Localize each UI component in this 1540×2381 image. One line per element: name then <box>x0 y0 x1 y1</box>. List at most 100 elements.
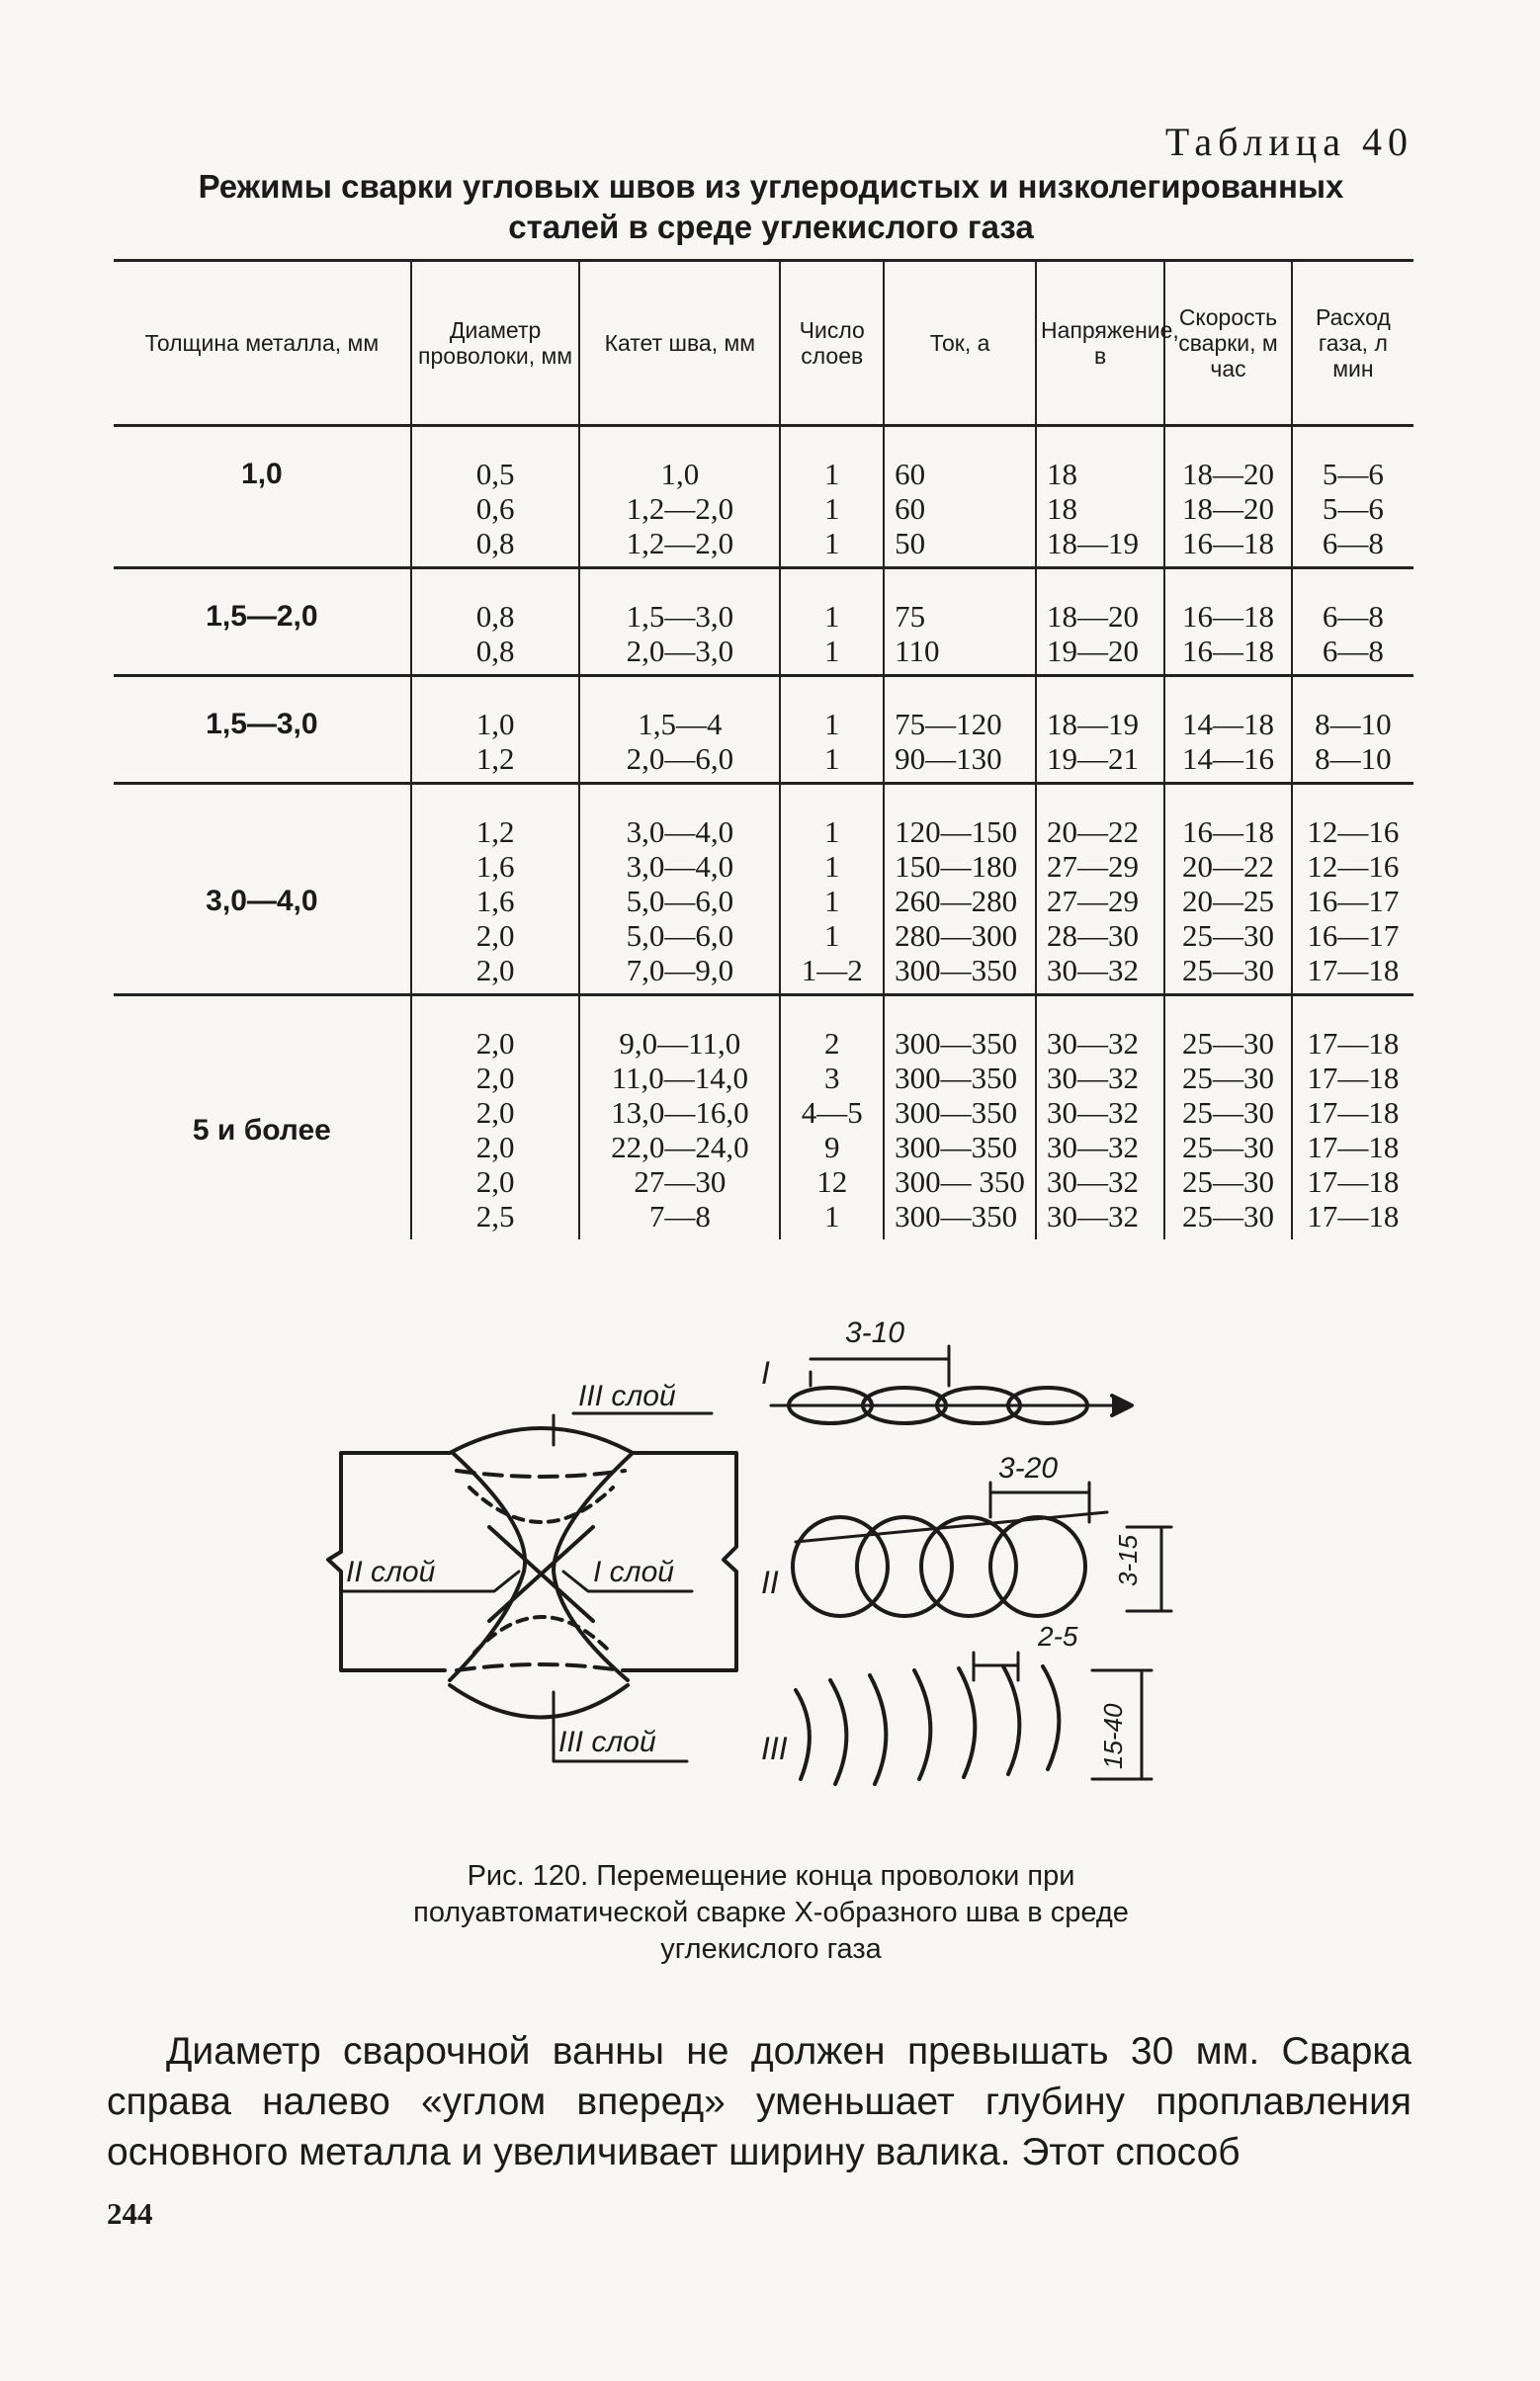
cell-value: 60 <box>895 491 926 526</box>
cell-value: 75 <box>895 599 926 634</box>
cell-value: 20—25 <box>1181 884 1274 918</box>
cell-value: 260—280 <box>895 884 1018 918</box>
bottom-bead-inner <box>455 1662 623 1672</box>
cell-value: 2,0 <box>475 1061 515 1095</box>
pattern-3-arc-7 <box>1041 1664 1062 1771</box>
cell-value: 1 <box>823 884 840 918</box>
label-layer-3-top: III слой <box>578 1380 676 1412</box>
cell-value: 3,0—4,0 <box>626 814 734 849</box>
thickness-cell: 5 и более <box>114 993 412 1239</box>
cell-value: 150—180 <box>895 849 1018 884</box>
leader-top <box>552 1411 714 1447</box>
pattern-3-arc-1 <box>794 1688 812 1781</box>
welding-modes-table: Толщина металла, мм Диаметр проволоки, м… <box>114 259 1413 1239</box>
cell-value: 300—350 <box>895 953 1018 987</box>
cell-value: 30—32 <box>1047 1061 1140 1095</box>
cell-value: 1 <box>823 491 840 526</box>
cell-value: 1 <box>823 526 840 560</box>
root-layer-upper <box>468 1486 615 1524</box>
pattern-3-arc-6 <box>1001 1664 1022 1776</box>
top-bead <box>448 1426 635 1455</box>
cell-value: 27—29 <box>1047 884 1140 918</box>
table-header-row: Толщина металла, мм Диаметр проволоки, м… <box>114 259 1413 427</box>
dim-label-5: 15-40 <box>1098 1703 1128 1769</box>
dim-label-1: 3-10 <box>845 1317 904 1349</box>
cell-value: 25—30 <box>1181 1026 1274 1061</box>
label-layer-3-bottom: III слой <box>558 1726 656 1758</box>
cell-value: 1,6 <box>475 884 515 918</box>
plate-outline-right <box>621 1451 738 1672</box>
cell-value: 300—350 <box>895 1026 1018 1061</box>
pattern-3-arc-3 <box>868 1673 889 1786</box>
cell-value: 16—17 <box>1307 918 1400 953</box>
cell-value: 120—150 <box>895 814 1018 849</box>
pattern-1-loop-1 <box>787 1386 874 1425</box>
cell-value: 2,0—6,0 <box>626 741 734 776</box>
pattern-1-arrow <box>1110 1394 1134 1417</box>
cell-value: 1—2 <box>801 953 863 987</box>
cell-value: 16—18 <box>1181 814 1274 849</box>
cell-value: 17—18 <box>1307 1199 1400 1233</box>
cell-value: 280—300 <box>895 918 1018 953</box>
cell-value: 27—29 <box>1047 849 1140 884</box>
cell-value: 1,2—2,0 <box>626 526 734 560</box>
cell-value: 1 <box>823 707 840 741</box>
pattern-1-loop-3 <box>935 1386 1022 1425</box>
cell-value: 0,8 <box>475 599 515 634</box>
cell-value: 17—18 <box>1307 1130 1400 1164</box>
cell-value: 30—32 <box>1047 1199 1140 1233</box>
cell-value: 20—22 <box>1047 814 1140 849</box>
cell-value: 9,0—11,0 <box>619 1026 741 1061</box>
pattern-3-arc-2 <box>828 1678 849 1786</box>
cell-value: 1 <box>823 814 840 849</box>
cell-value: 6—8 <box>1322 526 1384 560</box>
cell-value: 18—20 <box>1047 599 1140 634</box>
dim-label-2: 3-20 <box>998 1452 1058 1485</box>
cell-value: 25—30 <box>1181 953 1274 987</box>
cell-value: 14—18 <box>1181 707 1274 741</box>
plate-outline-left <box>326 1451 452 1672</box>
cell-value: 1,2 <box>475 741 515 776</box>
cell-value: 60 <box>895 457 926 491</box>
cell-value: 5,0—6,0 <box>626 884 734 918</box>
header-current: Ток, а <box>884 259 1038 427</box>
cell-value: 3,0—4,0 <box>626 849 734 884</box>
cell-value: 8—10 <box>1315 741 1392 776</box>
cell-value: 300—350 <box>895 1130 1018 1164</box>
cell-value: 1,0 <box>660 457 700 491</box>
cell-value: 1 <box>823 1199 840 1233</box>
cell-value: 25—30 <box>1181 1130 1274 1164</box>
header-leg: Катет шва, мм <box>579 259 782 427</box>
cell-value: 18—19 <box>1047 526 1140 560</box>
cell-value: 11,0—14,0 <box>611 1061 749 1095</box>
leader-second <box>339 1570 521 1593</box>
cell-value: 16—18 <box>1181 526 1274 560</box>
cell-value: 5—6 <box>1322 491 1384 526</box>
header-thickness: Толщина металла, мм <box>114 259 412 427</box>
cell-value: 25—30 <box>1181 1164 1274 1199</box>
cell-value: 5—6 <box>1322 457 1384 491</box>
cell-value: 25—30 <box>1181 1199 1274 1233</box>
cell-value: 2,0 <box>475 1164 515 1199</box>
cell-value: 25—30 <box>1181 1095 1274 1130</box>
cell-value: 1 <box>823 457 840 491</box>
pattern-3-arc-5 <box>957 1666 978 1779</box>
cell-value: 17—18 <box>1307 1061 1400 1095</box>
